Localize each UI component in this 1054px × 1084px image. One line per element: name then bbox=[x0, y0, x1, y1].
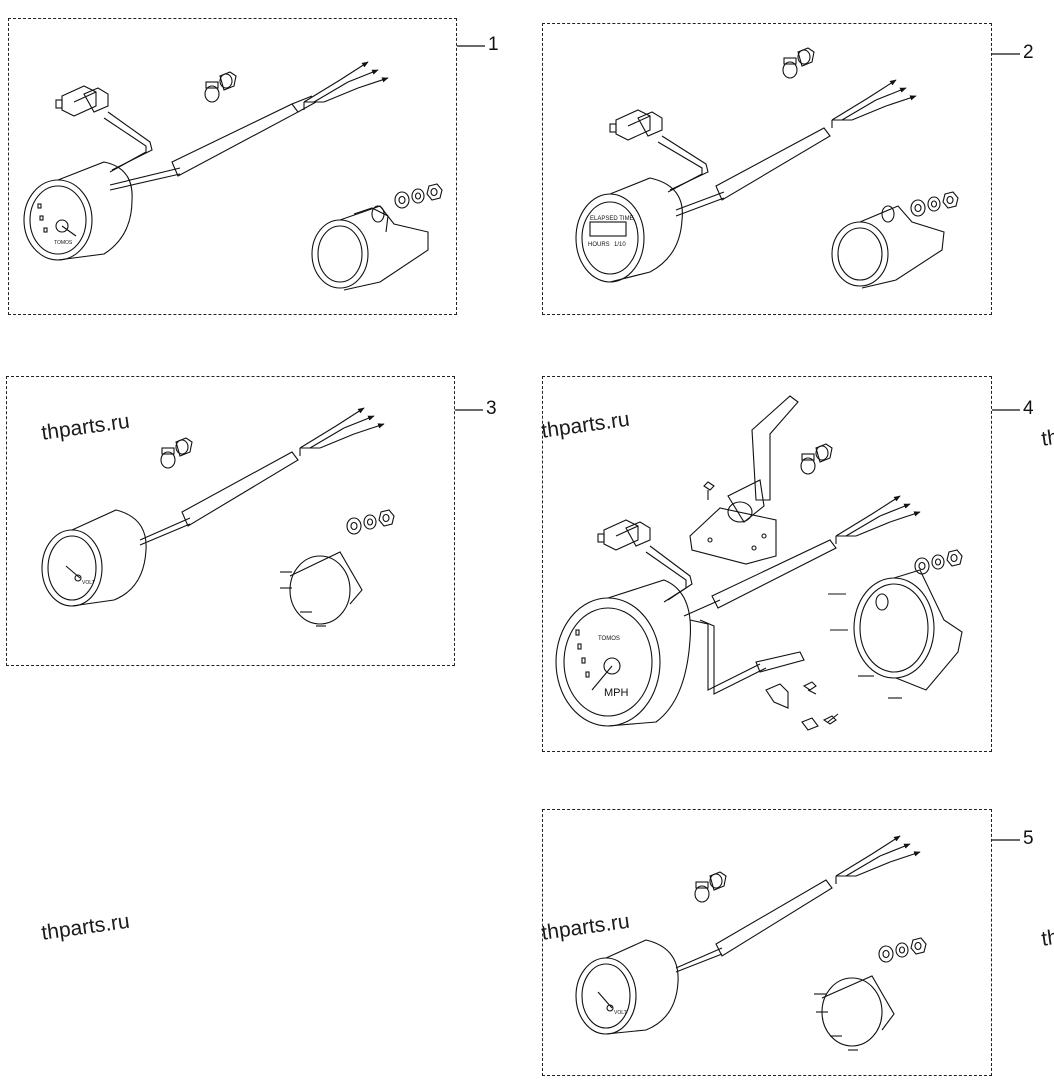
svg-text:MPH: MPH bbox=[604, 687, 629, 699]
callout-number-3: 3 bbox=[486, 398, 497, 419]
callout-number-5: 5 bbox=[1023, 828, 1034, 849]
group-box-4 bbox=[542, 376, 992, 752]
group-box-3 bbox=[6, 376, 455, 666]
kit-4-art: TOMOS MPH bbox=[555, 395, 963, 731]
group-box-5 bbox=[542, 809, 992, 1076]
svg-text:VOLT: VOLT bbox=[614, 1010, 627, 1016]
callout-number-1: 1 bbox=[488, 34, 499, 55]
watermark-fragment-1: th bbox=[1040, 425, 1054, 451]
kit-3-art: VOLT bbox=[41, 408, 395, 627]
kit-5-art: VOLT bbox=[575, 836, 927, 1051]
svg-text:1/10: 1/10 bbox=[614, 242, 626, 248]
group-box-2 bbox=[542, 23, 992, 315]
callout-number-4: 4 bbox=[1023, 398, 1034, 419]
kit-2-art: ELAPSED TIME HOURS 1/10 bbox=[575, 47, 959, 289]
svg-text:ELAPSED TIME: ELAPSED TIME bbox=[590, 216, 634, 222]
group-box-1 bbox=[8, 18, 457, 315]
svg-text:TOMOS: TOMOS bbox=[54, 240, 73, 246]
kit-1-art: TOMOS bbox=[23, 62, 443, 291]
svg-text:VOLT: VOLT bbox=[82, 580, 95, 586]
watermark-fragment-2: th bbox=[1040, 925, 1054, 951]
callout-number-2: 2 bbox=[1023, 42, 1034, 63]
svg-text:HOURS: HOURS bbox=[588, 242, 610, 248]
svg-text:TOMOS: TOMOS bbox=[598, 636, 620, 642]
